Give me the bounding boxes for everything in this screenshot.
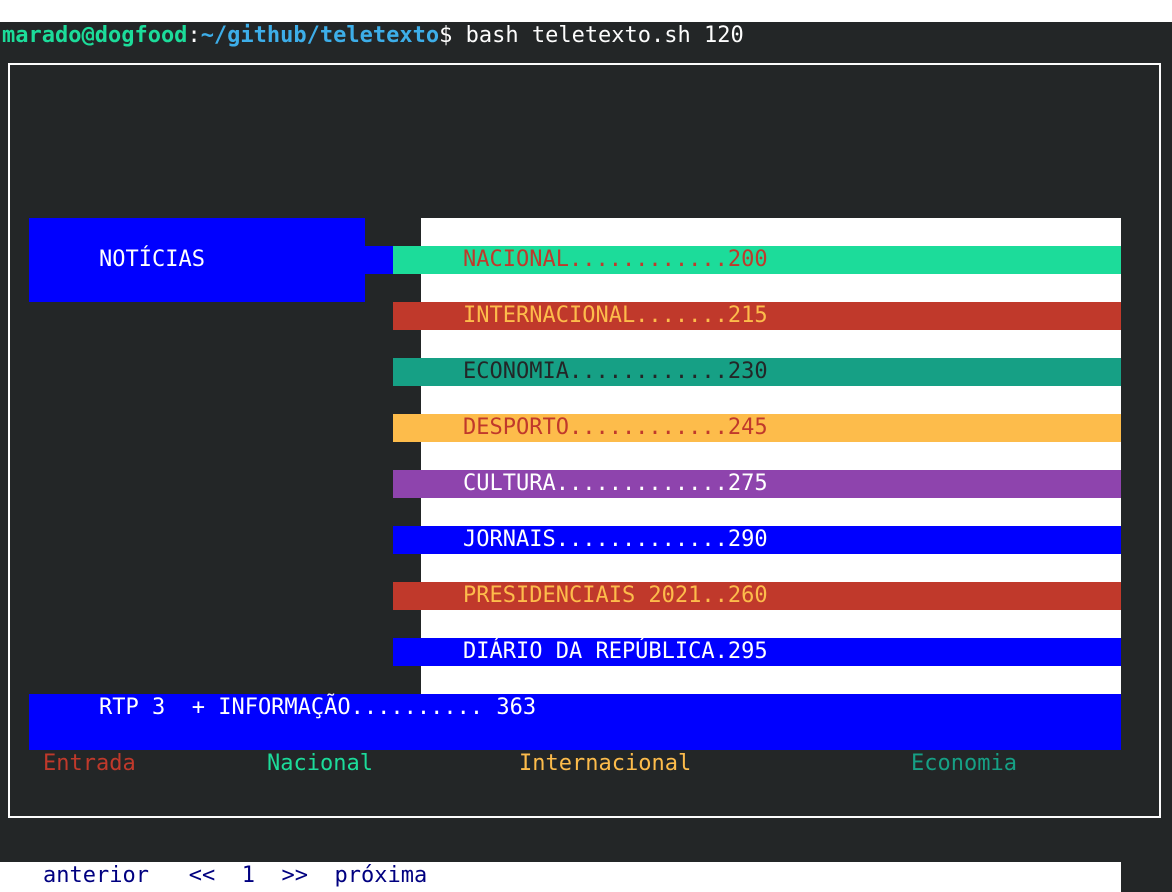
shell-prompt: marado@dogfood:~/github/teletexto$ bash … [2,22,744,50]
nav-link-entrada[interactable]: Entrada [43,751,136,776]
prompt-separator: : [187,23,201,48]
nav-link-internacional[interactable]: Internacional [519,751,692,776]
prompt-command: bash teletexto.sh 120 [465,23,744,48]
menu-item-economia[interactable]: ECONOMIA............230 [393,358,1121,386]
menu-item-presidenciais[interactable]: PRESIDENCIAIS 2021..260 [393,582,1121,610]
menu-item-diario-republica[interactable]: DIÁRIO DA REPÚBLICA.295 [393,638,1121,666]
pager-bar: anterior << 1 >> próxima [0,862,1121,892]
menu-item-jornais[interactable]: JORNAIS.............290 [393,526,1121,554]
prompt-user-host: marado@dogfood [2,23,188,48]
previous-arrows[interactable]: << [188,863,216,888]
next-page-link[interactable]: próxima [334,863,428,888]
section-connector [365,246,393,274]
prompt-path: ~/github/teletexto [200,23,440,48]
menu-item-nacional[interactable]: NACIONAL............200 [393,246,1121,274]
previous-page-link[interactable]: anterior [43,863,149,888]
section-title: NOTÍCIAS [99,247,205,272]
menu-item-internacional[interactable]: INTERNACIONAL.......215 [393,302,1121,330]
prompt-symbol: $ [439,23,466,48]
nav-link-nacional[interactable]: Nacional [267,751,373,776]
page-number: 1 [241,863,255,888]
section-header-box [29,218,365,302]
nav-link-economia[interactable]: Economia [911,751,1017,776]
menu-item-desporto[interactable]: DESPORTO............245 [393,414,1121,442]
next-arrows[interactable]: >> [281,863,308,888]
teletext-frame [8,63,1161,818]
menu-item-cultura[interactable]: CULTURA.............275 [393,470,1121,498]
menu-background [421,218,1121,694]
rtp3-link[interactable]: RTP 3 + INFORMAÇÃO.......... 363 [29,694,1121,750]
